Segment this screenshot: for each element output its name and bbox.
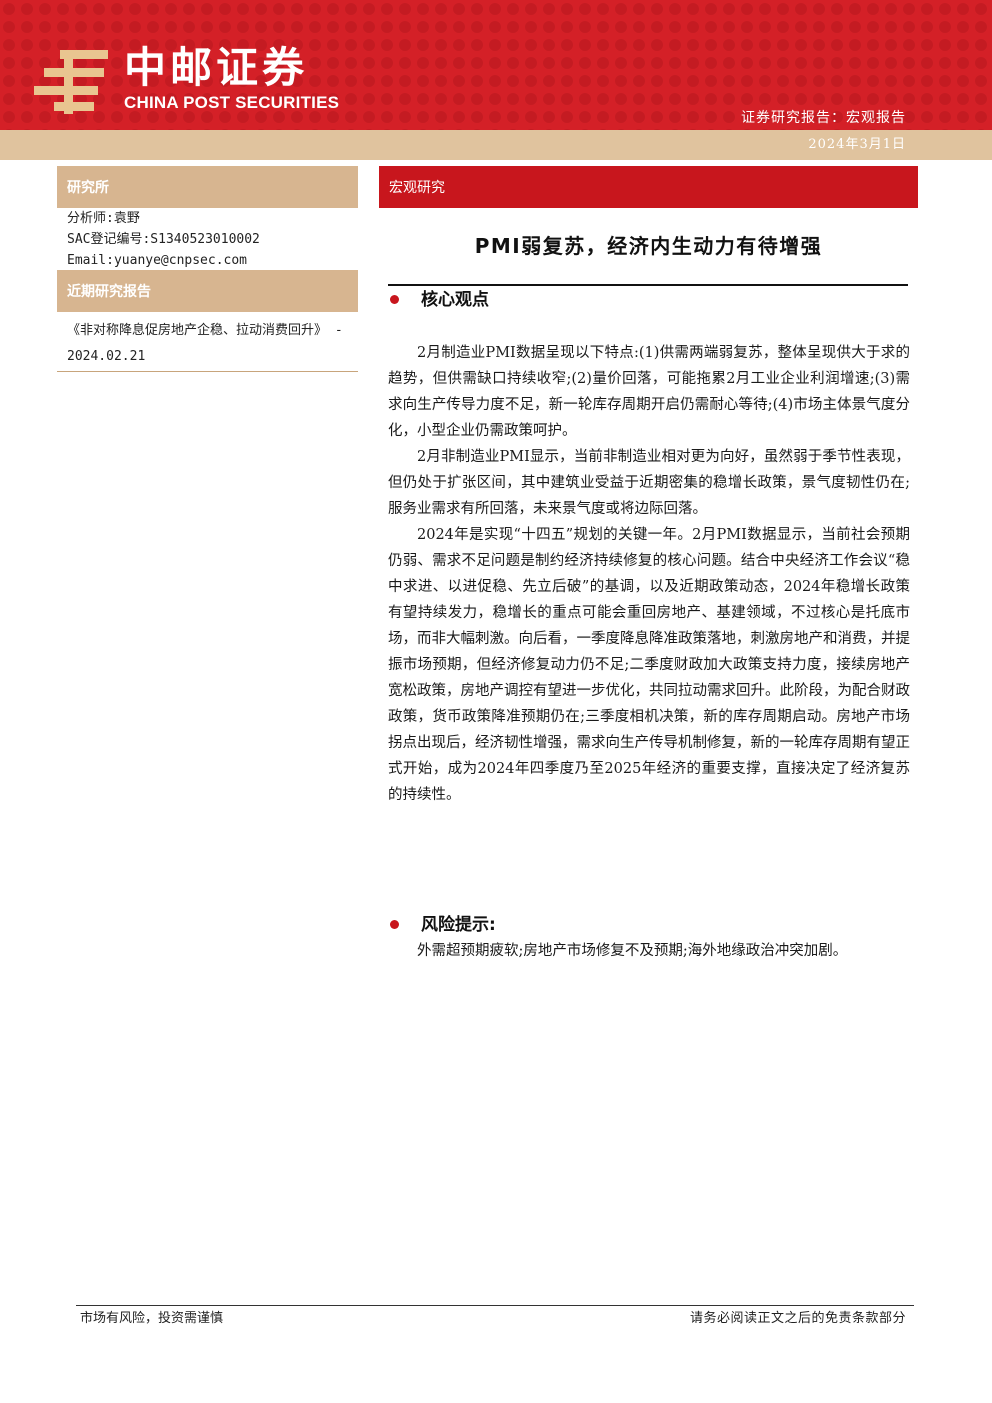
core-views-heading: 核心观点 xyxy=(388,287,489,313)
risk-heading-label: 风险提示: xyxy=(421,915,496,935)
footer-disclaimer-note: 请务必阅读正文之后的免责条款部分 xyxy=(689,1311,906,1326)
paragraph: 2024年是实现“十四五”规划的关键一年。2月PMI数据显示，当前社会预期仍弱、… xyxy=(388,527,910,803)
footer-divider xyxy=(76,1305,914,1306)
core-views-label: 核心观点 xyxy=(421,290,489,310)
bullet-dot-icon xyxy=(390,294,399,304)
footer-risk-note: 市场有风险，投资需谨慎 xyxy=(80,1311,224,1326)
report-title: PMI弱复苏，经济内生动力有待增强 xyxy=(474,234,823,258)
sac-number: SAC登记编号:S1340523010002 xyxy=(67,232,260,247)
recent-reports-header: 近期研究报告 xyxy=(57,270,358,312)
analyst-name: 分析师:袁野 xyxy=(67,211,140,226)
report-type: 证券研究报告：宏观报告 xyxy=(741,110,906,126)
risk-text: 外需超预期疲软;房地产市场修复不及预期;海外地缘政治冲突加剧。 xyxy=(417,943,848,959)
header-banner: 中邮证券 CHINA POST SECURITIES 证券研究报告：宏观报告 xyxy=(0,0,992,130)
banner-pattern xyxy=(0,0,992,130)
paragraph: 2月非制造业PMI显示，当前非制造业相对更为向好，虽然弱于季节性表现，但仍处于扩… xyxy=(388,449,910,517)
report-date: 2024年3月1日 xyxy=(808,137,906,152)
date-strip xyxy=(0,130,992,160)
title-divider xyxy=(388,284,908,286)
analyst-email[interactable]: Email:yuanye@cnpsec.com xyxy=(67,253,248,268)
risk-heading: 风险提示: xyxy=(388,912,496,938)
risk-body: 外需超预期疲软;房地产市场修复不及预期;海外地缘政治冲突加剧。 xyxy=(388,938,910,964)
core-views-body: 2月制造业PMI数据呈现以下特点:(1)供需两端弱复苏，整体呈现供大于求的趋势，… xyxy=(388,340,910,808)
brand-name-en: CHINA POST SECURITIES xyxy=(124,93,340,112)
china-post-logo-icon xyxy=(34,50,108,114)
bullet-dot-icon xyxy=(390,919,399,929)
section-label: 宏观研究 xyxy=(379,166,918,208)
recent-report-item[interactable]: 《非对称降息促房地产企稳、拉动消费回升》 - 2024.02.21 xyxy=(67,323,343,364)
brand-name-cn: 中邮证券 xyxy=(124,43,309,92)
institute-header: 研究所 xyxy=(57,166,358,208)
paragraph: 2月制造业PMI数据呈现以下特点:(1)供需两端弱复苏，整体呈现供大于求的趋势，… xyxy=(388,345,910,439)
sidebar-divider xyxy=(57,371,358,372)
